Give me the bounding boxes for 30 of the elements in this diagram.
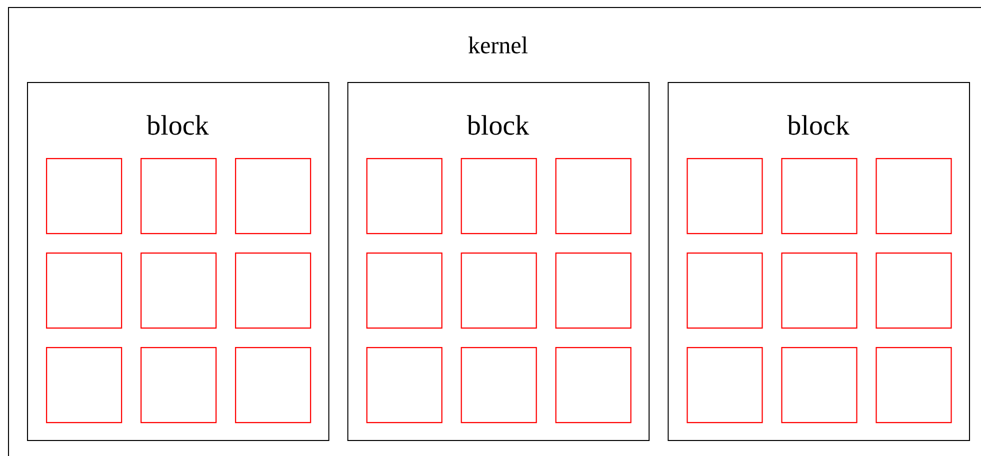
square-box [781,347,858,424]
square-box [555,347,632,424]
square-box [46,252,122,329]
square-box [140,158,217,234]
square-box [235,347,312,424]
square-box [876,158,952,234]
square-box [686,347,763,424]
square-box [555,252,632,329]
square-box [686,252,763,329]
square-box [555,158,632,234]
square-box [460,252,537,329]
square-box [46,158,122,234]
square-box [235,158,312,234]
square-box [140,347,217,424]
square-box [686,158,763,234]
square-box [235,252,312,329]
square-box [46,347,122,424]
block-box: block [27,82,330,441]
block-box: block [347,82,650,441]
square-box [460,347,537,424]
square-box [781,252,858,329]
block-box: block [668,82,970,441]
square-box [781,158,858,234]
square-box [876,252,952,329]
square-box [366,158,442,234]
square-box [366,252,442,329]
square-box [876,347,952,424]
square-box [460,158,537,234]
square-box [366,347,442,424]
square-box [140,252,217,329]
